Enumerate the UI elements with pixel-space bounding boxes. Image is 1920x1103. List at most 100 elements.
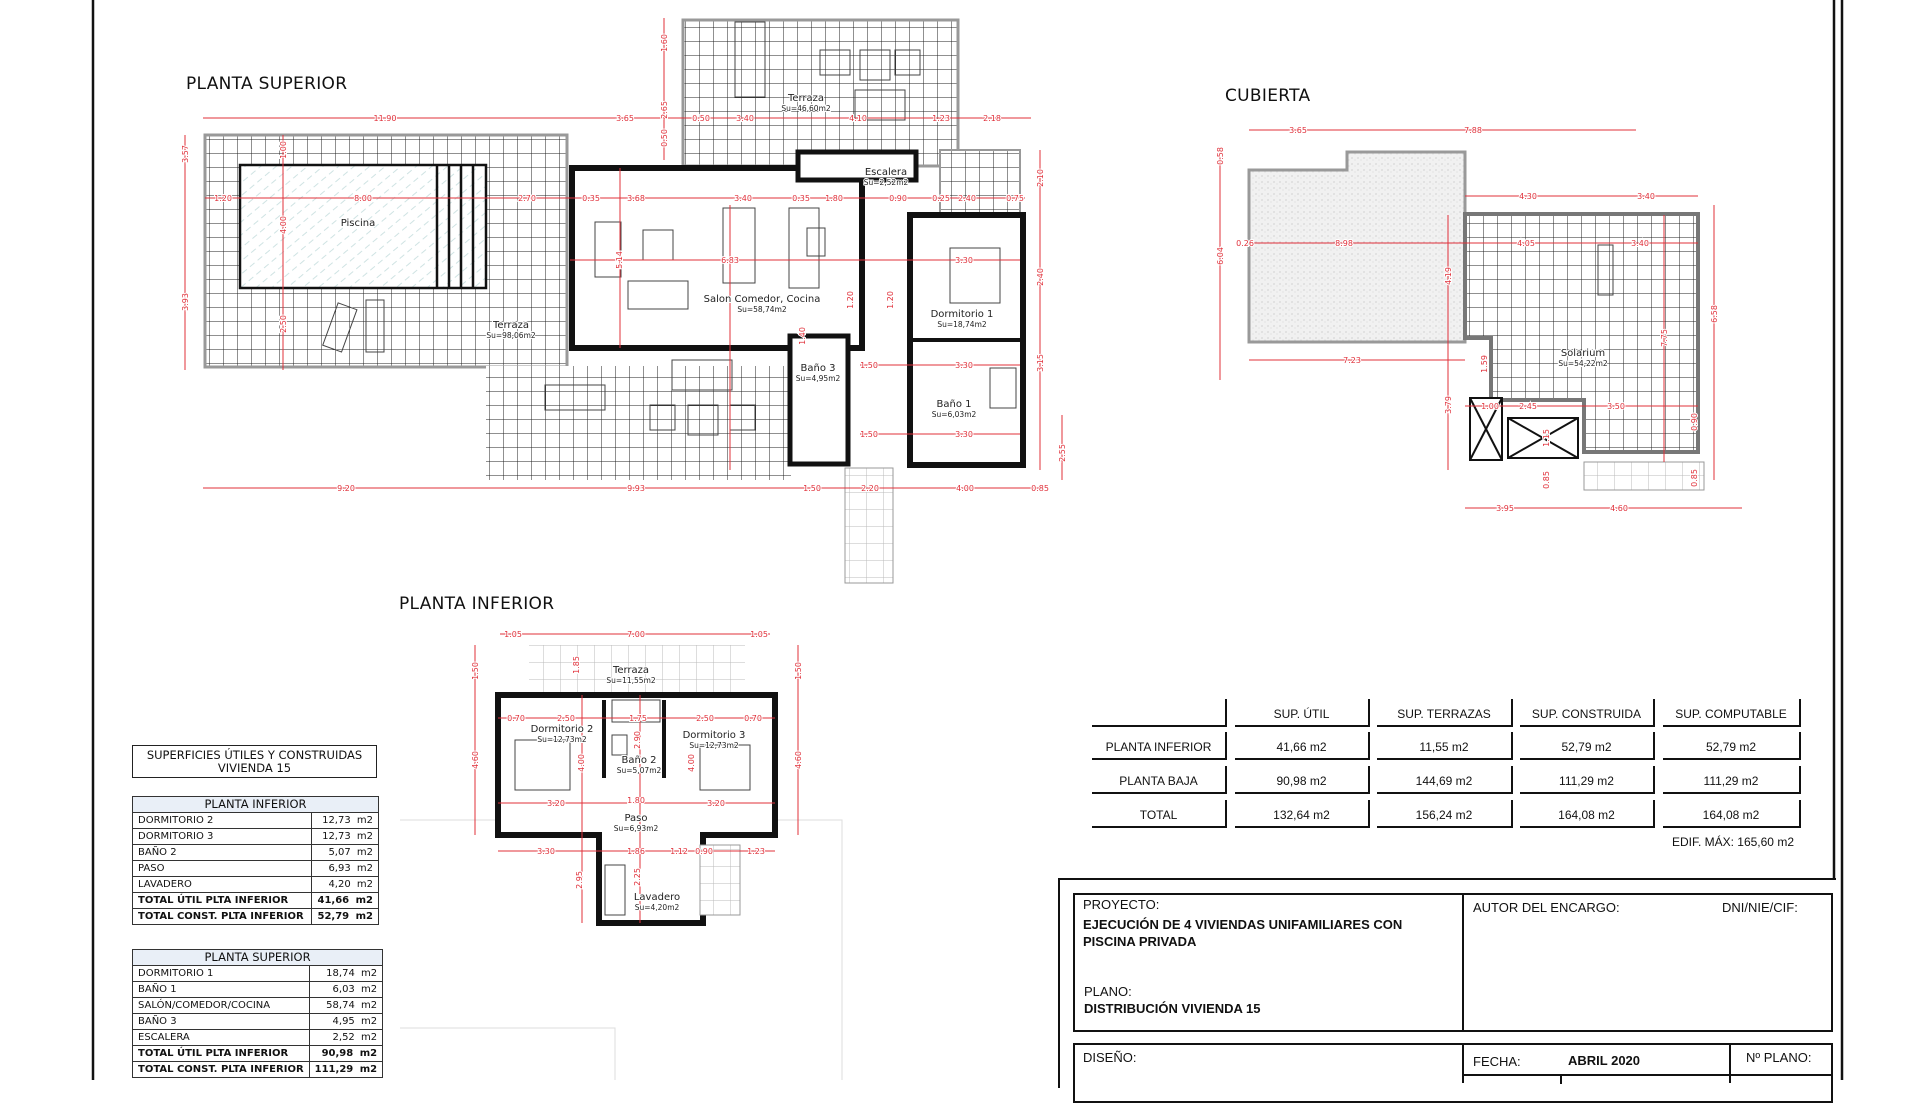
proyecto-line2: PISCINA PRIVADA	[1083, 934, 1197, 949]
room-area-label: Su=11,55m2	[606, 676, 656, 685]
room-name: BAÑO 3	[132, 1013, 310, 1030]
plano-value: DISTRIBUCIÓN VIVIENDA 15	[1084, 1001, 1261, 1016]
dimension-label: 6.58	[1710, 305, 1719, 323]
dimension-label: 2.55	[1058, 444, 1067, 462]
summary-row-label: PLANTA INFERIOR	[1092, 732, 1227, 760]
room-area: 12,73 m2	[310, 828, 380, 845]
dimension-label: 1.75	[629, 714, 647, 723]
terrace-top	[681, 18, 960, 168]
dimension-label: 1.80	[825, 194, 843, 203]
room-name: BAÑO 1	[132, 981, 310, 998]
summary-cell: 132,64 m2	[1235, 800, 1370, 828]
dimension-label: 4.00	[279, 216, 288, 234]
room-name: DORMITORIO 3	[132, 828, 312, 845]
room-name: SALÓN/COMEDOR/COCINA	[132, 997, 310, 1014]
dimension-label: 0.90	[1690, 413, 1699, 431]
dimension-lines	[184, 18, 1742, 923]
room-name: TOTAL ÚTIL PLTA INFERIOR	[132, 892, 312, 909]
room-label: Baño 2	[622, 755, 657, 766]
dimension-label: 2.65	[660, 101, 669, 119]
room-area-label: Su=98,06m2	[486, 331, 536, 340]
terrace-inferior	[529, 645, 745, 693]
plano-label: PLANO:	[1084, 984, 1132, 999]
proyecto-line1: EJECUCIÓN DE 4 VIVIENDAS UNIFAMILIARES C…	[1083, 917, 1403, 932]
plan-labels: PiscinaTerrazaSu=98,06m2TerrazaSu=46,60m…	[180, 33, 1720, 913]
room-area-label: Su=4,95m2	[796, 374, 841, 383]
dimension-label: 3.79	[1444, 396, 1453, 414]
dimension-label: 0.90	[695, 847, 713, 856]
dimension-label: 2.40	[958, 194, 976, 203]
roof-gravel	[1247, 150, 1467, 344]
dimension-label: 1.50	[860, 430, 878, 439]
room-label: Dormitorio 3	[683, 730, 746, 741]
room-label: Lavadero	[634, 892, 680, 903]
title-block-bottom	[1073, 1043, 1833, 1103]
dimension-label: 1.12	[670, 847, 688, 856]
dimension-label: 4.60	[1610, 504, 1628, 513]
dimension-label: 3.95	[1496, 504, 1514, 513]
sheet-frame	[91, 0, 1844, 1080]
room-area: 5,07 m2	[310, 844, 380, 861]
room-name: PASO	[132, 860, 312, 877]
divider	[1729, 1043, 1731, 1083]
dimension-label: 4.00	[577, 754, 586, 772]
summary-row-label: TOTAL	[1092, 800, 1227, 828]
dimension-label: 1.50	[794, 662, 803, 680]
dimension-label: 1.23	[932, 114, 950, 123]
dimension-label: 0.25	[932, 194, 950, 203]
dimension-label: 4.10	[849, 114, 867, 123]
dimension-label: 0.85	[1690, 469, 1699, 487]
dimension-label: 3.30	[955, 256, 973, 265]
room-label: Paso	[624, 813, 647, 824]
nplano-label: Nº PLANO:	[1746, 1050, 1812, 1065]
summary-cell: 11,55 m2	[1377, 732, 1513, 760]
diseno-label: DISEÑO:	[1083, 1050, 1137, 1065]
dimension-label: 1.50	[471, 662, 480, 680]
dimension-label: 5.14	[615, 251, 624, 269]
stairs-down	[844, 467, 894, 584]
dimension-label: 1.00	[1481, 402, 1499, 411]
dimension-label: 0.70	[744, 714, 762, 723]
plan-cubierta	[1247, 150, 1705, 491]
dimension-label: 1.80	[627, 796, 645, 805]
summary-header-cell: SUP. TERRAZAS	[1377, 699, 1513, 727]
dimension-label: 3.40	[734, 194, 752, 203]
dimension-label: 1.20	[886, 291, 895, 309]
room-label: Escalera	[865, 167, 907, 178]
room-area-label: Su=18,74m2	[937, 320, 987, 329]
plan-inferior	[495, 645, 778, 926]
dimension-label: 4.60	[471, 751, 480, 769]
room-table-header: PLANTA INFERIOR	[132, 796, 379, 813]
summary-cell: 111,29 m2	[1520, 766, 1655, 794]
dimension-label: 4.05	[1517, 239, 1535, 248]
dimension-label: 3.93	[181, 293, 190, 311]
dimension-label: 2.25	[633, 868, 642, 886]
summary-cell: 52,79 m2	[1663, 732, 1801, 760]
room-area-label: Su=5,07m2	[617, 766, 662, 775]
summary-cell: 41,66 m2	[1235, 732, 1370, 760]
room-area-label: Su=12,73m2	[537, 735, 587, 744]
plan-superior	[203, 18, 1026, 584]
dimension-label: 0.50	[692, 114, 710, 123]
room-label: Terraza	[492, 320, 529, 331]
dimension-label: 3.40	[1631, 239, 1649, 248]
summary-header-cell: SUP. ÚTIL	[1235, 699, 1370, 727]
dimension-label: 8.98	[1335, 239, 1353, 248]
dimension-label: 3.20	[707, 799, 725, 808]
dimension-label: 4.00	[956, 484, 974, 493]
dimension-label: 3.40	[1637, 192, 1655, 201]
room-area-label: Su=54,22m2	[1558, 359, 1608, 368]
room-name: BAÑO 2	[132, 844, 312, 861]
summary-row-label: PLANTA BAJA	[1092, 766, 1227, 794]
proyecto-label: PROYECTO:	[1083, 897, 1160, 912]
dimension-label: 1.50	[860, 361, 878, 370]
room-label: Solarium	[1561, 348, 1605, 359]
room-area: 41,66 m2	[310, 892, 380, 909]
